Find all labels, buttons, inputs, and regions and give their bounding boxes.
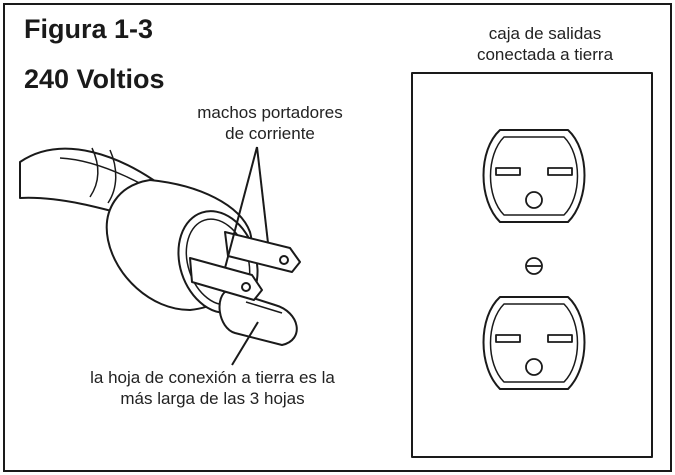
current-prongs-label: machos portadores de corriente: [155, 102, 385, 144]
slot-icon: [495, 334, 521, 343]
lower-receptacle: [482, 296, 586, 390]
slot-icon: [495, 167, 521, 176]
leader-lines: [224, 146, 269, 366]
figure-title: Figura 1-3: [24, 14, 154, 44]
center-screw-icon: [525, 257, 543, 275]
ground-hole-icon: [525, 191, 543, 209]
slot-icon: [547, 334, 573, 343]
ground-blade-label-line-1: la hoja de conexión a tierra es la: [90, 368, 335, 387]
leader-line-prong-2: [224, 146, 258, 269]
leader-line-ground: [231, 321, 259, 366]
ground-hole-icon: [525, 358, 543, 376]
ground-blade-label-line-2: más larga de las 3 hojas: [120, 389, 305, 408]
current-prongs-label-line-1: machos portadores: [197, 103, 343, 122]
outlet-box-label-line-1: caja de salidas: [488, 24, 602, 43]
outlet-box-label: caja de salidas conectada a tierra: [445, 23, 645, 65]
figure-frame: [3, 3, 672, 472]
leader-line-prong-1: [256, 146, 269, 244]
plug: [19, 147, 301, 346]
ground-blade-label: la hoja de conexión a tierra es la más l…: [25, 367, 400, 409]
upper-receptacle: [482, 129, 586, 223]
outlet-box: [411, 72, 653, 458]
ground-blade-icon: [218, 289, 298, 346]
slot-icon: [547, 167, 573, 176]
outlet-box-label-line-2: conectada a tierra: [476, 45, 614, 64]
figure-subtitle: 240 Voltios: [24, 64, 165, 94]
current-prongs-label-line-2: de corriente: [225, 124, 315, 143]
